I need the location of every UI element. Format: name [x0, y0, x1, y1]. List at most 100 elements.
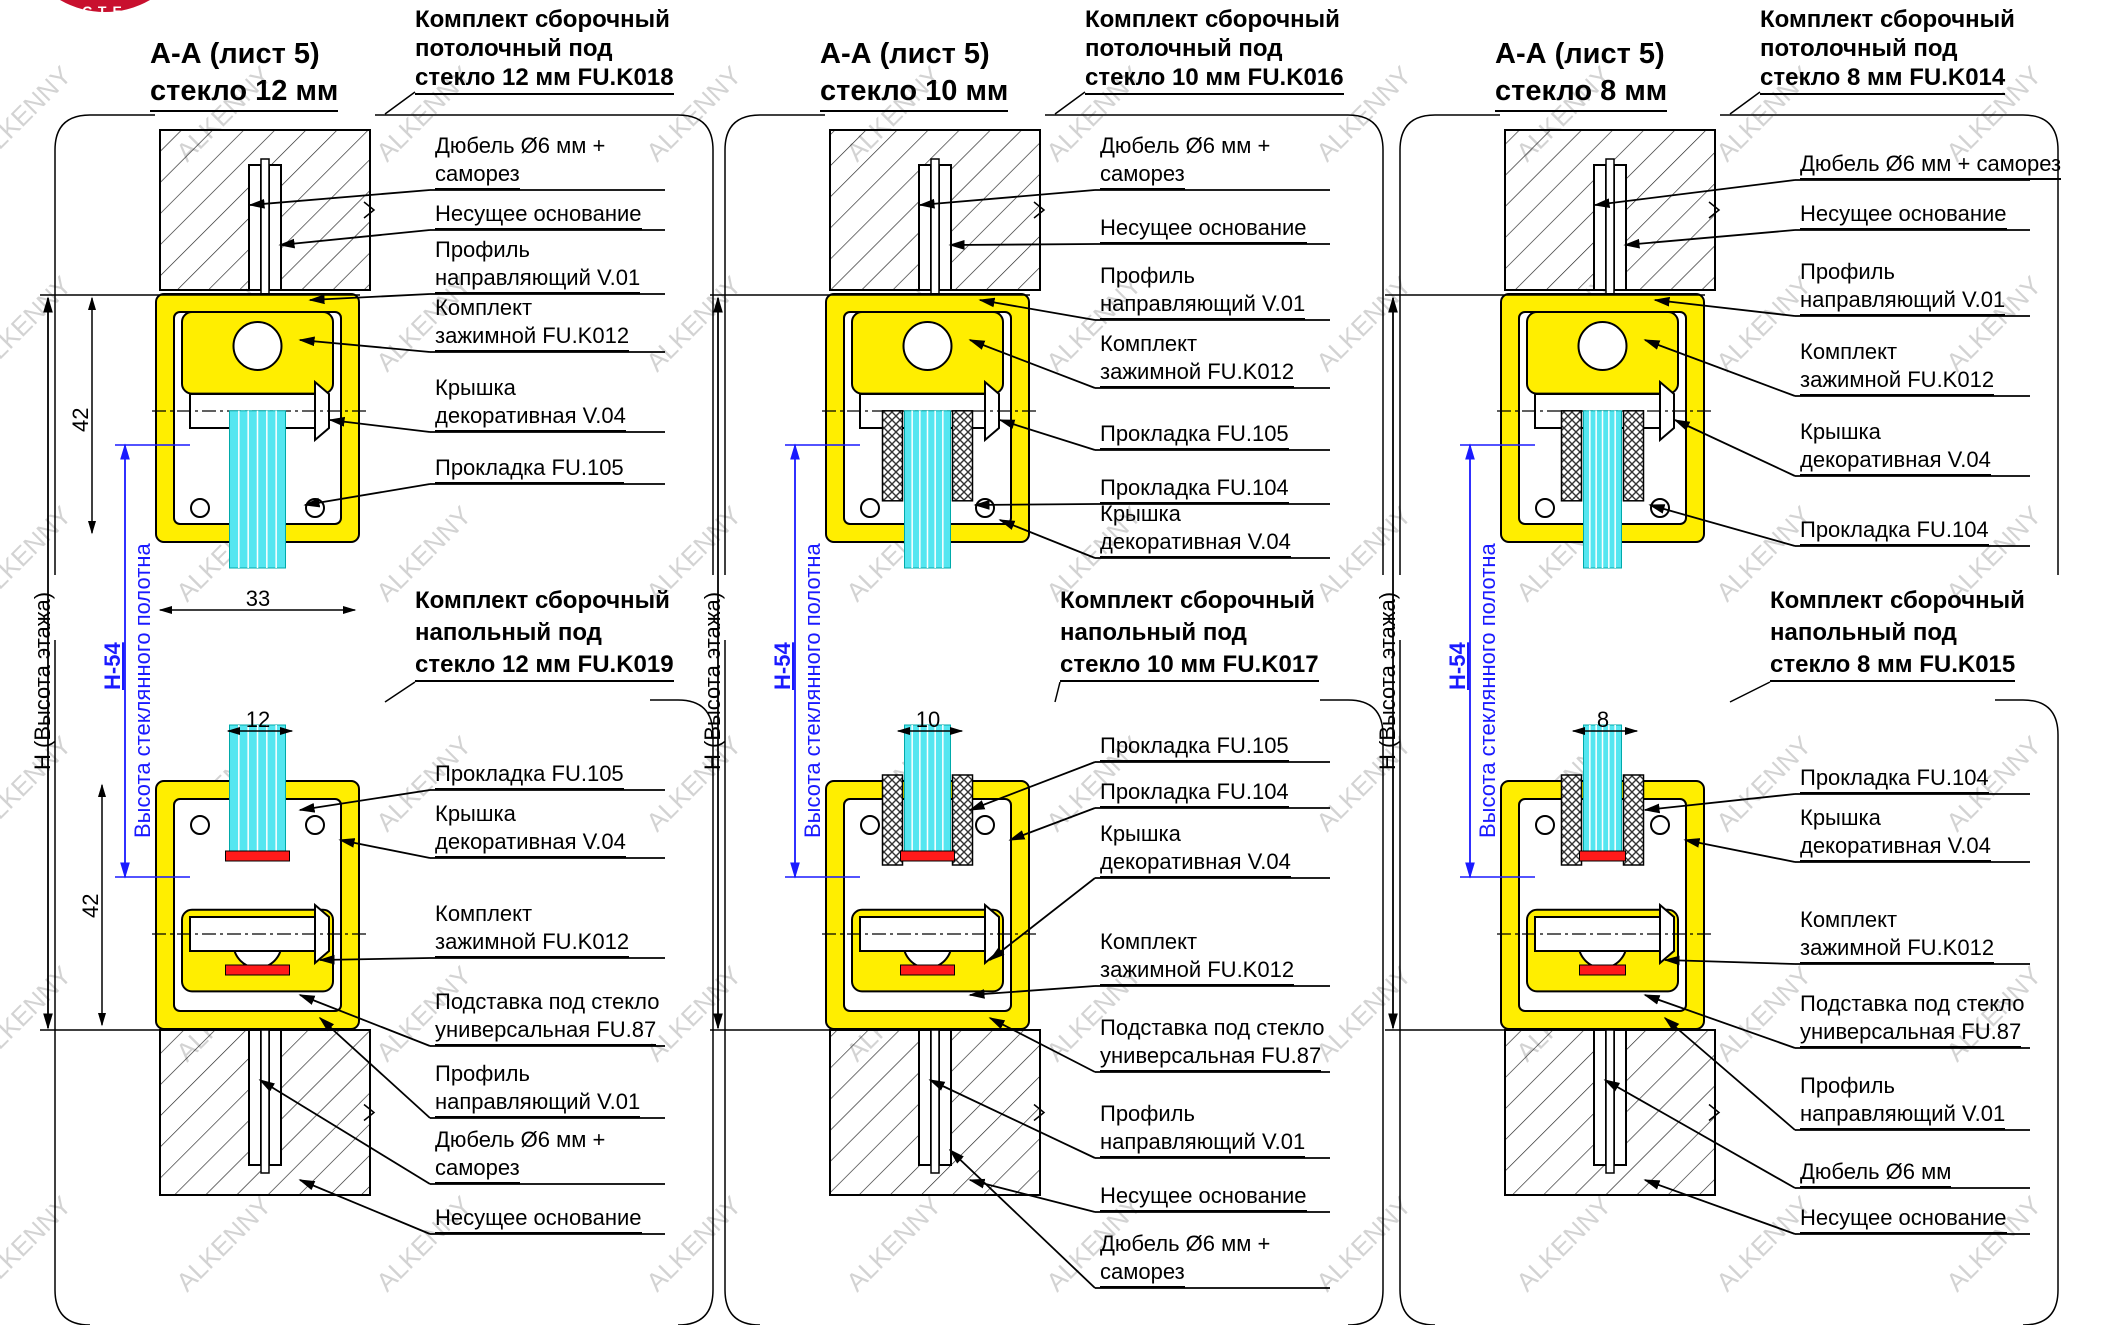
ceiling-kit-title: стекло 12 мм FU.K018	[415, 62, 674, 95]
leader-line	[998, 419, 1096, 451]
gasket-fu104-left	[1560, 410, 1583, 502]
floor-kit-title: Комплект сборочный	[415, 587, 670, 614]
ceiling-kit-title: Комплект сборочный	[1085, 6, 1340, 33]
dowel-left	[248, 1029, 262, 1166]
top-frame-left	[1399, 114, 1500, 575]
section-subtitle: стекло 12 мм	[150, 72, 339, 112]
leader-line	[248, 189, 431, 209]
watermark-text: ALKENNY	[640, 1190, 747, 1297]
floor-callout-label: Прокладка FU.105	[435, 760, 624, 790]
floor-kit-title: Комплект сборочный	[1770, 587, 2025, 614]
section-subtitle: стекло 8 мм	[1495, 72, 1668, 112]
kit-title-leader	[384, 91, 416, 115]
support-pad	[1579, 964, 1626, 976]
floor-callout-label: Дюбель Ø6 мм +	[1100, 1231, 1271, 1256]
leader-line	[968, 985, 1096, 999]
ceiling-callout-label: саморез	[435, 160, 520, 190]
dowel-right	[938, 1029, 952, 1166]
top-frame-left	[724, 114, 825, 575]
ceiling-kit-title: потолочный под	[1085, 35, 1283, 62]
seal-right	[1650, 815, 1670, 835]
ceiling-callout-label: Профиль	[1800, 259, 1895, 284]
top-frame-right	[1045, 114, 1384, 575]
bottom-frame-right	[1995, 699, 2059, 1325]
floor-callout-label: Крышка	[435, 801, 516, 826]
ceiling-base-break	[1033, 201, 1046, 219]
floor-base-break	[1033, 1103, 1046, 1122]
glass-width-value: 8	[1597, 707, 1609, 732]
leader-line	[1648, 504, 1796, 547]
section-title: А-А (лист 5)	[150, 38, 320, 70]
support-pad	[225, 964, 290, 976]
screw-shaft	[930, 158, 940, 299]
profile-width-value: 33	[246, 586, 270, 611]
leader-line	[318, 1016, 431, 1119]
floor-callout-label: Прокладка FU.105	[1100, 732, 1289, 762]
floor-kit-title: напольный под	[1060, 619, 1247, 646]
seal-left	[860, 815, 880, 835]
floor-callout-label: универсальная FU.87	[1100, 1042, 1322, 1072]
ceiling-callout-label: декоративная V.04	[1100, 528, 1291, 558]
leader-line	[298, 994, 431, 1047]
ceiling-callout-label: направляющий V.01	[1100, 290, 1306, 320]
panels-layer: H (Высота этажа) Высота стеклянного полот…	[30, 91, 2059, 1325]
floor-callout-label: Крышка	[1100, 821, 1181, 846]
gasket-fu104-right	[951, 410, 974, 502]
glass-support-block	[225, 850, 290, 862]
guide-profile-channel	[902, 321, 953, 371]
floor-base-break	[1708, 1103, 1721, 1122]
watermark-text: ALKENNY	[0, 60, 77, 167]
ceiling-callout-label: Крышка	[435, 375, 516, 400]
gasket-fu104-right	[1622, 774, 1645, 866]
glass-height-formula: H-54	[100, 642, 125, 690]
watermark-text: ALKENNY	[1310, 270, 1417, 377]
top-frame-left	[54, 114, 155, 575]
seal-right	[975, 815, 995, 835]
leader-line	[948, 240, 1096, 250]
dowel-left	[1593, 1029, 1607, 1166]
floor-callout-label: саморез	[435, 1154, 520, 1184]
dowel-left	[918, 164, 932, 291]
floor-height-label: H (Высота этажа)	[700, 592, 725, 770]
ceiling-callout-label: Дюбель Ø6 мм +	[435, 133, 606, 158]
top-frame-right	[375, 114, 714, 575]
floor-kit-leader	[1729, 681, 1771, 703]
guide-profile-channel	[232, 321, 283, 371]
bottom-frame-right	[650, 699, 714, 1325]
section-title: А-А (лист 5)	[820, 38, 990, 70]
seal-left	[1535, 815, 1555, 835]
watermark-text: ALKENNY	[1310, 1190, 1417, 1297]
floor-callout-label: Несущее основание	[435, 1204, 642, 1234]
leader-line	[928, 1079, 1096, 1159]
screw-shaft	[260, 1023, 270, 1174]
seal-left	[1535, 498, 1555, 518]
gasket-fu104-right	[951, 774, 974, 866]
floor-callout-label: универсальная FU.87	[435, 1016, 657, 1046]
floor-callout-label: зажимной FU.K012	[1800, 934, 1995, 964]
floor-callout-label: Дюбель Ø6 мм	[1800, 1158, 1952, 1188]
support-pad	[900, 964, 955, 976]
leader-line	[1673, 419, 1796, 477]
ceiling-callout-label: направляющий V.01	[435, 264, 641, 294]
dowel-left	[918, 1029, 932, 1166]
ceiling-callout-label: Профиль	[435, 237, 530, 262]
dowel-right	[268, 164, 282, 291]
ceiling-callout-label: Несущее основание	[1100, 214, 1307, 244]
glass-height-label: Высота стеклянного полотна	[800, 543, 825, 838]
glass-width-value: 10	[916, 707, 940, 732]
seal-left	[190, 498, 210, 518]
ceiling-callout-label: зажимной FU.K012	[435, 322, 630, 352]
screw-shaft	[260, 158, 270, 299]
ceiling-callout-label: Профиль	[1100, 263, 1195, 288]
floor-kit-leader	[1054, 681, 1061, 703]
ceiling-kit-title: Комплект сборочный	[1760, 6, 2015, 33]
floor-callout-label: Профиль	[435, 1061, 530, 1086]
leader-line	[918, 189, 1096, 209]
watermark-text: ALKENNY	[0, 960, 77, 1067]
dowel-right	[268, 1029, 282, 1166]
seal-right	[975, 498, 995, 518]
leader-line	[948, 1148, 1096, 1289]
floor-callout-label: Комплект	[1800, 907, 1898, 932]
panel-p10: H (Высота этажа) Высота стеклянного полот…	[700, 91, 1384, 1325]
